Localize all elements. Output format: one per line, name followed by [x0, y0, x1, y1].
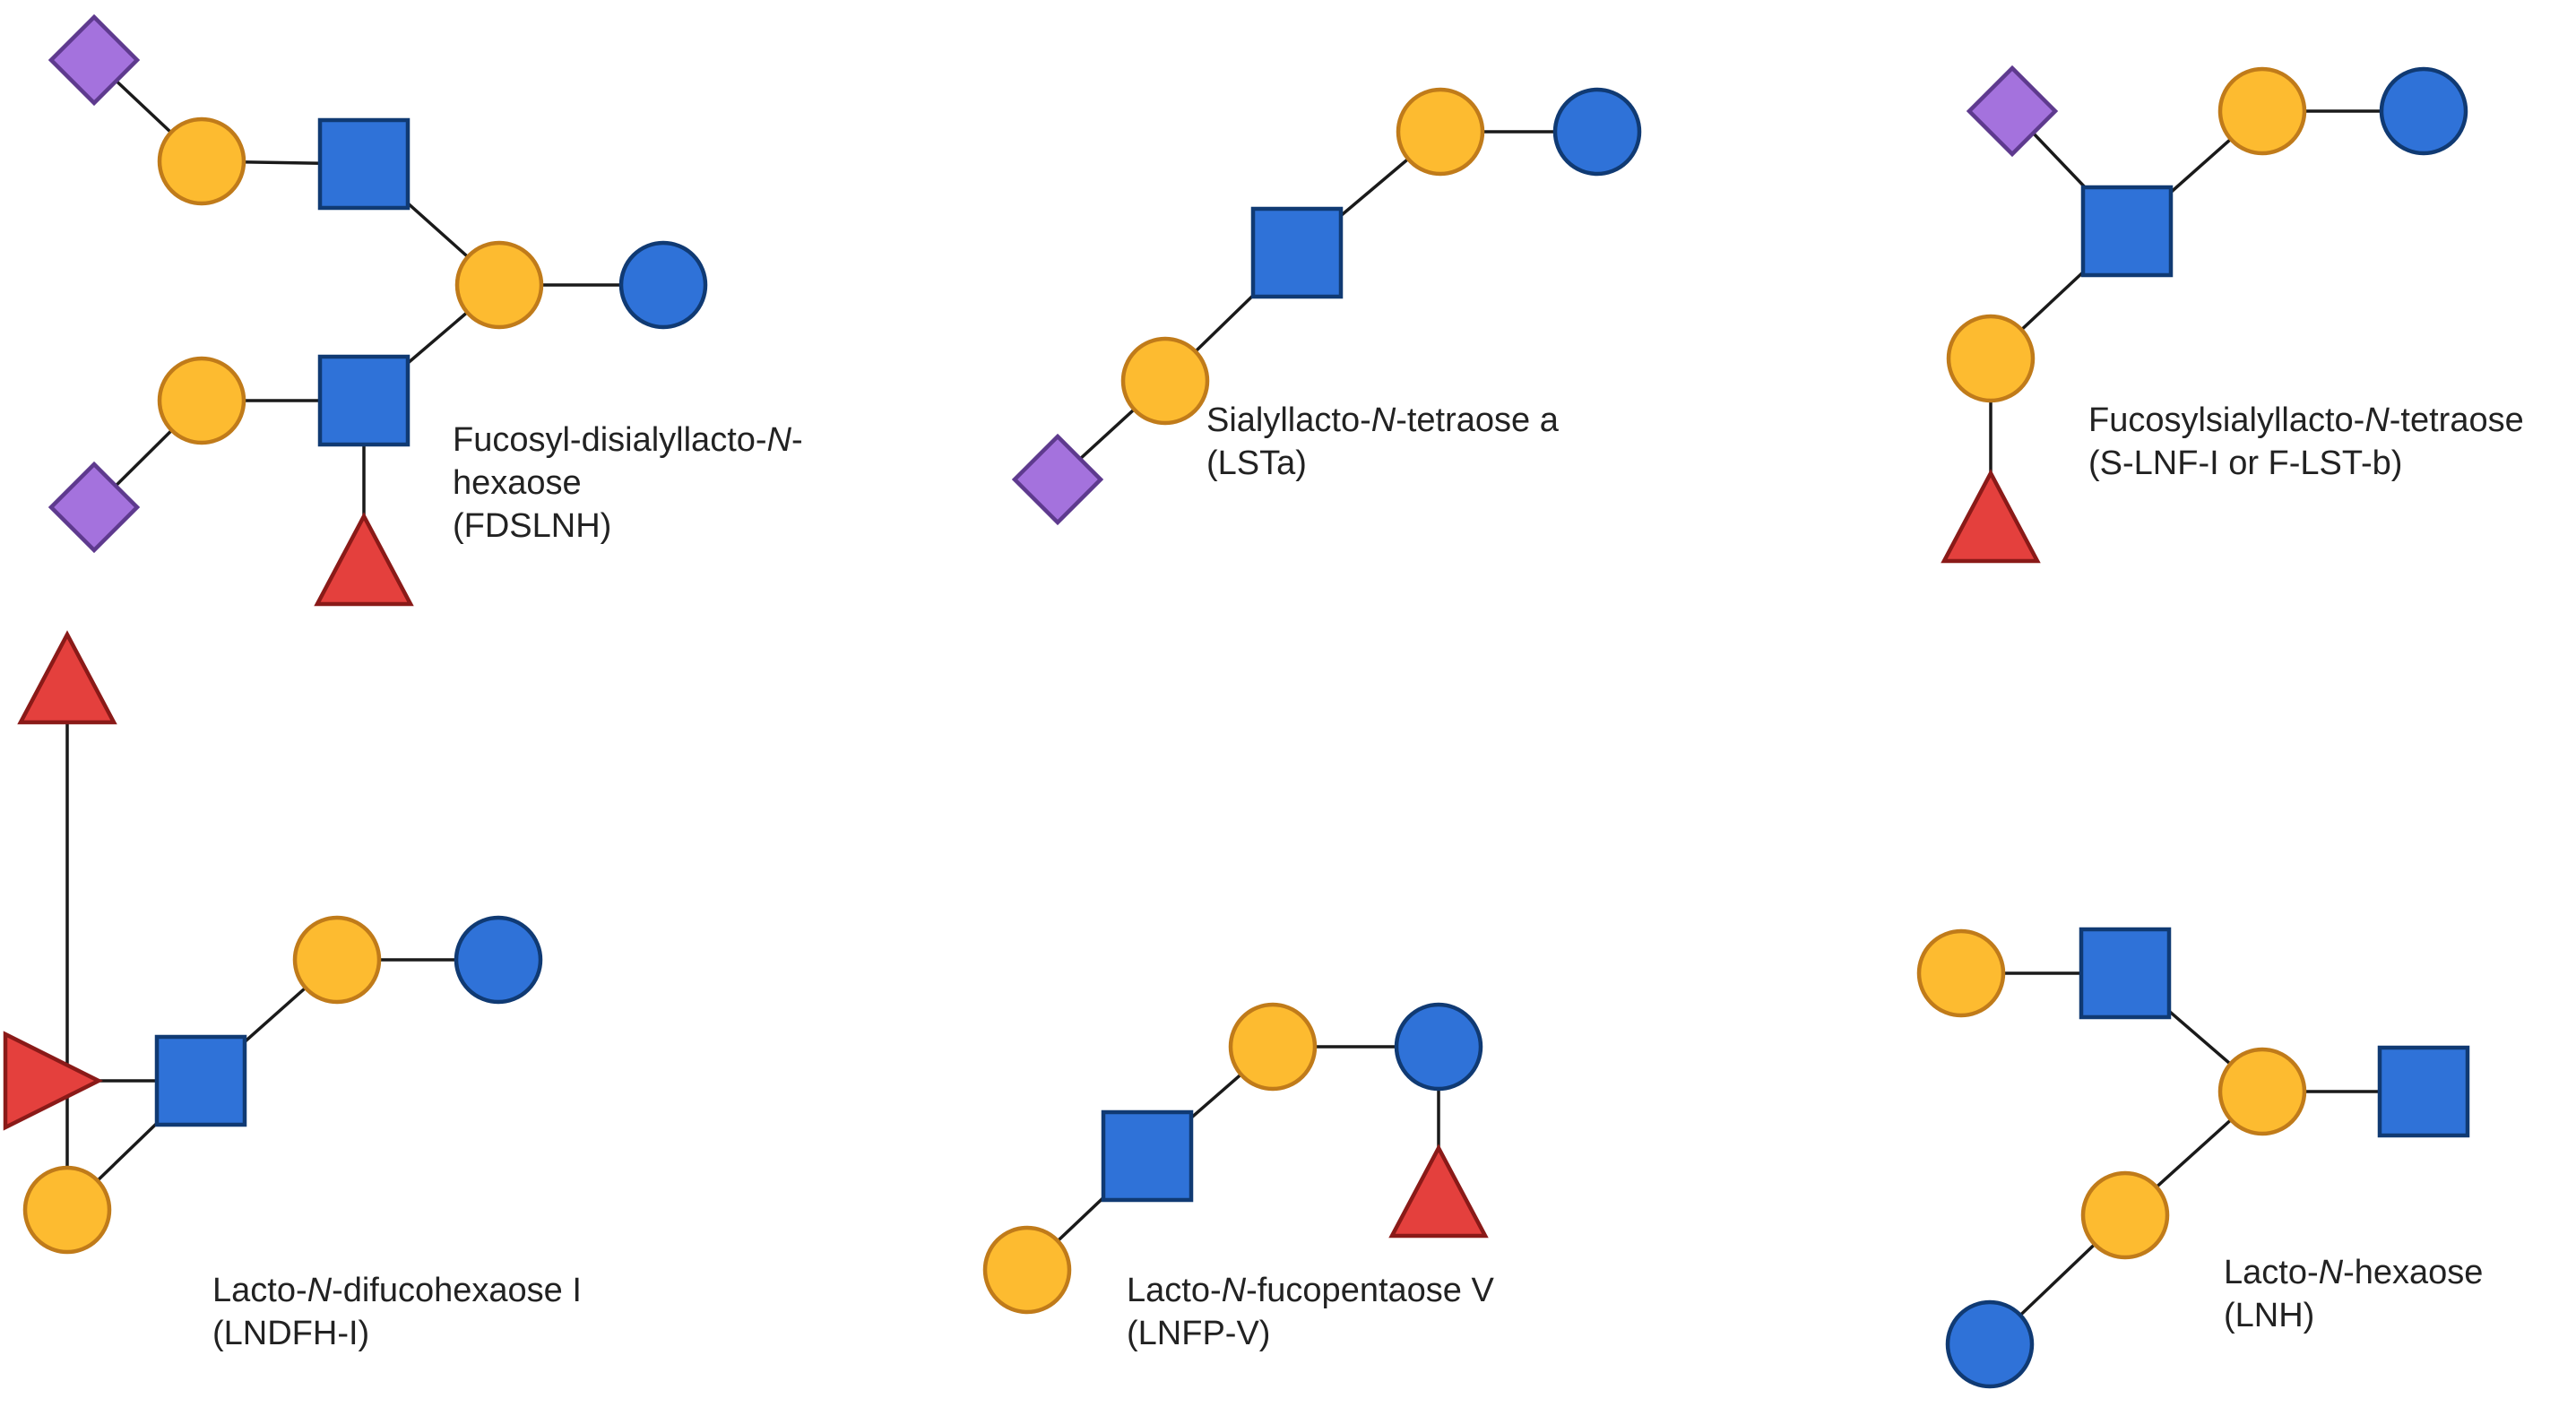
- structure-name-segment: N: [767, 421, 792, 459]
- glucose-circle-icon: [1945, 1299, 2035, 1389]
- structure-name-label: Fucosylsialyllacto-N-tetraose (S-LNF-I or…: [2088, 401, 2524, 482]
- sialic-acid-diamond-icon: [48, 461, 141, 554]
- fucose-triangle-icon: [1941, 469, 2041, 564]
- structure-name-label: Lacto-N-fucopentaose V (LNFP-V): [1127, 1272, 1494, 1352]
- glucose-circle-icon: [454, 915, 543, 1005]
- galactose-circle-icon: [157, 356, 246, 445]
- structure-name-label: Sialyllacto-N-tetraose a (LSTa): [1206, 401, 1560, 482]
- structure-name-segment: Lacto-: [212, 1272, 307, 1309]
- structure-name-segment: Fucosyl-disialyllacto-: [453, 421, 767, 459]
- structure-name-segment: -difucohexaose I: [332, 1272, 582, 1309]
- structure-name-segment: N: [1371, 401, 1396, 439]
- structure-name-segment: -tetraose a: [1396, 401, 1560, 439]
- structure-name-segment: -: [791, 421, 803, 459]
- structure-name-segment: (LSTa): [1206, 445, 1307, 482]
- glcnac-square-icon: [317, 354, 411, 447]
- structure-name-segment: (LNFP-V): [1127, 1315, 1270, 1352]
- glcnac-square-icon: [154, 1034, 247, 1127]
- structure-name-segment: Lacto-: [2224, 1254, 2319, 1291]
- glycan-slnf: Fucosylsialyllacto-N-tetraose (S-LNF-I or…: [1941, 65, 2524, 564]
- galactose-circle-icon: [292, 915, 382, 1005]
- glcnac-square-icon: [1101, 1109, 1194, 1203]
- glycan-fdslnh: Fucosyl-disialyllacto-N- hexaose (FDSLNH): [48, 13, 803, 607]
- structure-name-segment: (LNDFH-I): [212, 1315, 369, 1352]
- structure-name-segment: N: [1222, 1272, 1247, 1309]
- glcnac-square-icon: [1250, 206, 1344, 299]
- glcnac-square-icon: [2080, 185, 2174, 278]
- galactose-circle-icon: [22, 1165, 112, 1255]
- glycan-lnfpv: Lacto-N-fucopentaose V (LNFP-V): [982, 1002, 1494, 1352]
- glcnac-square-icon: [2377, 1045, 2470, 1138]
- structure-name-segment: (S-LNF-I or F-LST-b): [2088, 445, 2402, 482]
- galactose-circle-icon: [1120, 336, 1210, 426]
- glycan-lndfh: Lacto-N-difucohexaose I (LNDFH-I): [3, 630, 582, 1352]
- fucose-triangle-icon: [3, 1031, 104, 1131]
- fucose-triangle-icon: [1388, 1144, 1489, 1239]
- glucose-circle-icon: [2379, 66, 2468, 156]
- structure-name-label: Fucosyl-disialyllacto-N- hexaose (FDSLNH): [453, 421, 803, 545]
- structure-name-label: Lacto-N-hexaose (LNH): [2224, 1254, 2483, 1334]
- galactose-circle-icon: [157, 117, 246, 206]
- structure-name-segment: N: [2319, 1254, 2344, 1291]
- galactose-circle-icon: [2217, 66, 2307, 156]
- structure-name-segment: hexaose: [453, 464, 582, 502]
- glycan-lsta: Sialyllacto-N-tetraose a (LSTa): [1011, 87, 1642, 526]
- fucose-triangle-icon: [17, 630, 117, 725]
- structure-name-segment: Fucosylsialyllacto-: [2088, 401, 2364, 439]
- glucose-circle-icon: [1394, 1002, 1483, 1092]
- galactose-circle-icon: [2080, 1170, 2170, 1260]
- structure-name-segment: (LNH): [2224, 1297, 2314, 1334]
- galactose-circle-icon: [1916, 928, 2006, 1018]
- glucose-circle-icon: [1552, 87, 1642, 177]
- galactose-circle-icon: [454, 240, 544, 330]
- galactose-circle-icon: [1946, 314, 2036, 403]
- structure-name-segment: Lacto-: [1127, 1272, 1222, 1309]
- glcnac-square-icon: [2079, 927, 2172, 1020]
- glcnac-square-icon: [317, 117, 411, 211]
- sialic-acid-diamond-icon: [1011, 433, 1104, 526]
- glucose-circle-icon: [618, 240, 708, 330]
- structure-name-segment: -hexaose: [2343, 1254, 2483, 1291]
- structure-name-label: Lacto-N-difucohexaose I (LNDFH-I): [212, 1272, 582, 1352]
- galactose-circle-icon: [2217, 1047, 2307, 1136]
- galactose-circle-icon: [982, 1225, 1072, 1315]
- fucose-triangle-icon: [314, 512, 414, 607]
- galactose-circle-icon: [1228, 1002, 1318, 1092]
- sialic-acid-diamond-icon: [1966, 65, 2059, 158]
- structure-name-segment: N: [307, 1272, 333, 1309]
- structure-name-segment: N: [2364, 401, 2390, 439]
- structure-name-segment: -fucopentaose V: [1246, 1272, 1494, 1309]
- galactose-circle-icon: [1396, 87, 1485, 177]
- structure-name-segment: (FDSLNH): [453, 507, 611, 545]
- structure-name-segment: Sialyllacto-: [1206, 401, 1371, 439]
- structure-name-segment: -tetraose: [2390, 401, 2524, 439]
- glycan-lnh: Lacto-N-hexaose (LNH): [1916, 927, 2483, 1389]
- sialic-acid-diamond-icon: [48, 13, 141, 107]
